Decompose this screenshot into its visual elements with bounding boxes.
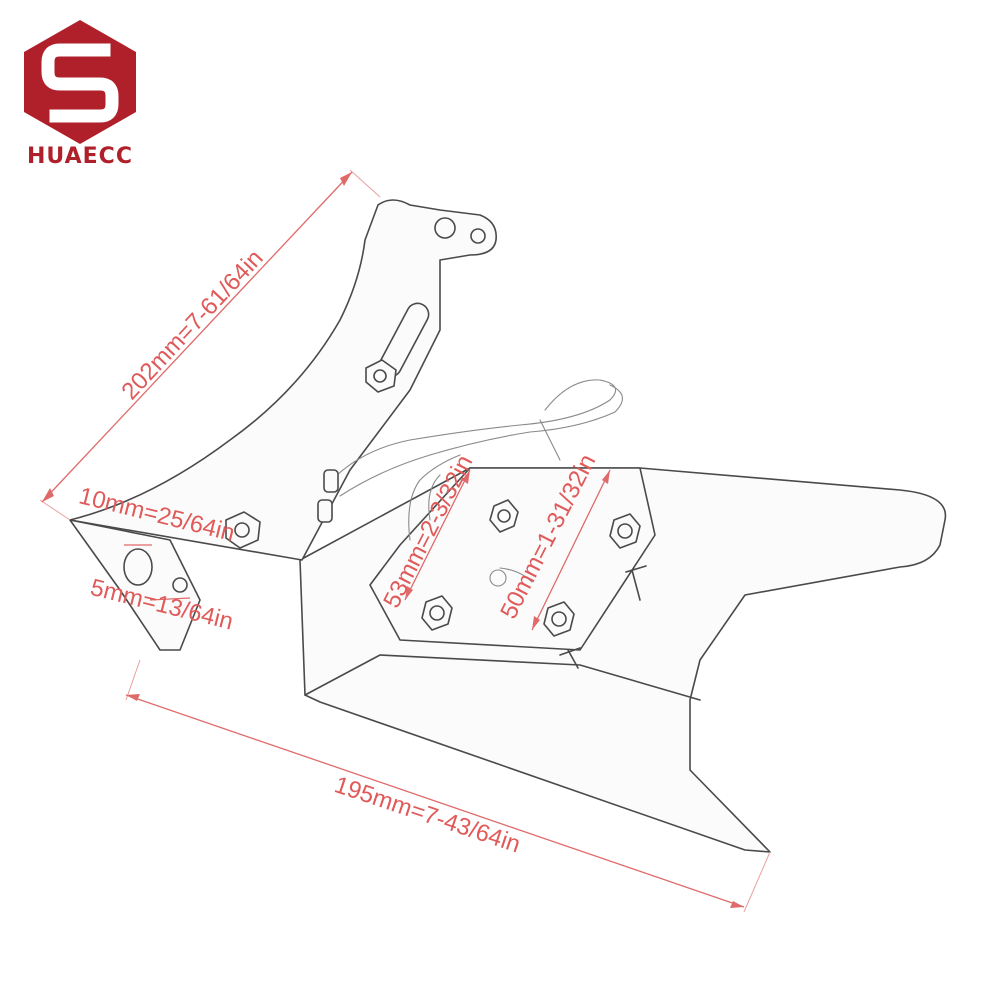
tab-hole-large: [123, 548, 153, 586]
plate-center-hole: [489, 569, 507, 587]
brand-logo: HUAECC: [24, 20, 136, 169]
bracket-hole-1: [434, 217, 456, 239]
screw-2: [559, 647, 581, 669]
wiring-harness: [317, 379, 623, 541]
brand-name: HUAECC: [27, 144, 133, 169]
dimension-height-label: 202mm=7-61/64in: [116, 245, 268, 405]
bracket-hole-2: [470, 228, 486, 244]
plate-curve-slot: [499, 567, 533, 583]
tab-hole-small: [172, 577, 188, 593]
nut-3: [609, 513, 641, 549]
logo-s-mark-icon: [41, 43, 119, 123]
nut-1: [421, 595, 453, 631]
nut-2: [543, 601, 575, 637]
bolt-arm: [365, 359, 397, 393]
license-plate-bracket-drawing: [69, 199, 947, 853]
screw-1: [625, 565, 647, 601]
dimension-total-length-label: 195mm=7-43/64in: [331, 771, 524, 858]
bracket-lower-lip: [304, 654, 701, 701]
bracket-upright-arm: [69, 199, 497, 561]
nut-4: [489, 499, 519, 533]
bolt-tab: [225, 511, 261, 549]
